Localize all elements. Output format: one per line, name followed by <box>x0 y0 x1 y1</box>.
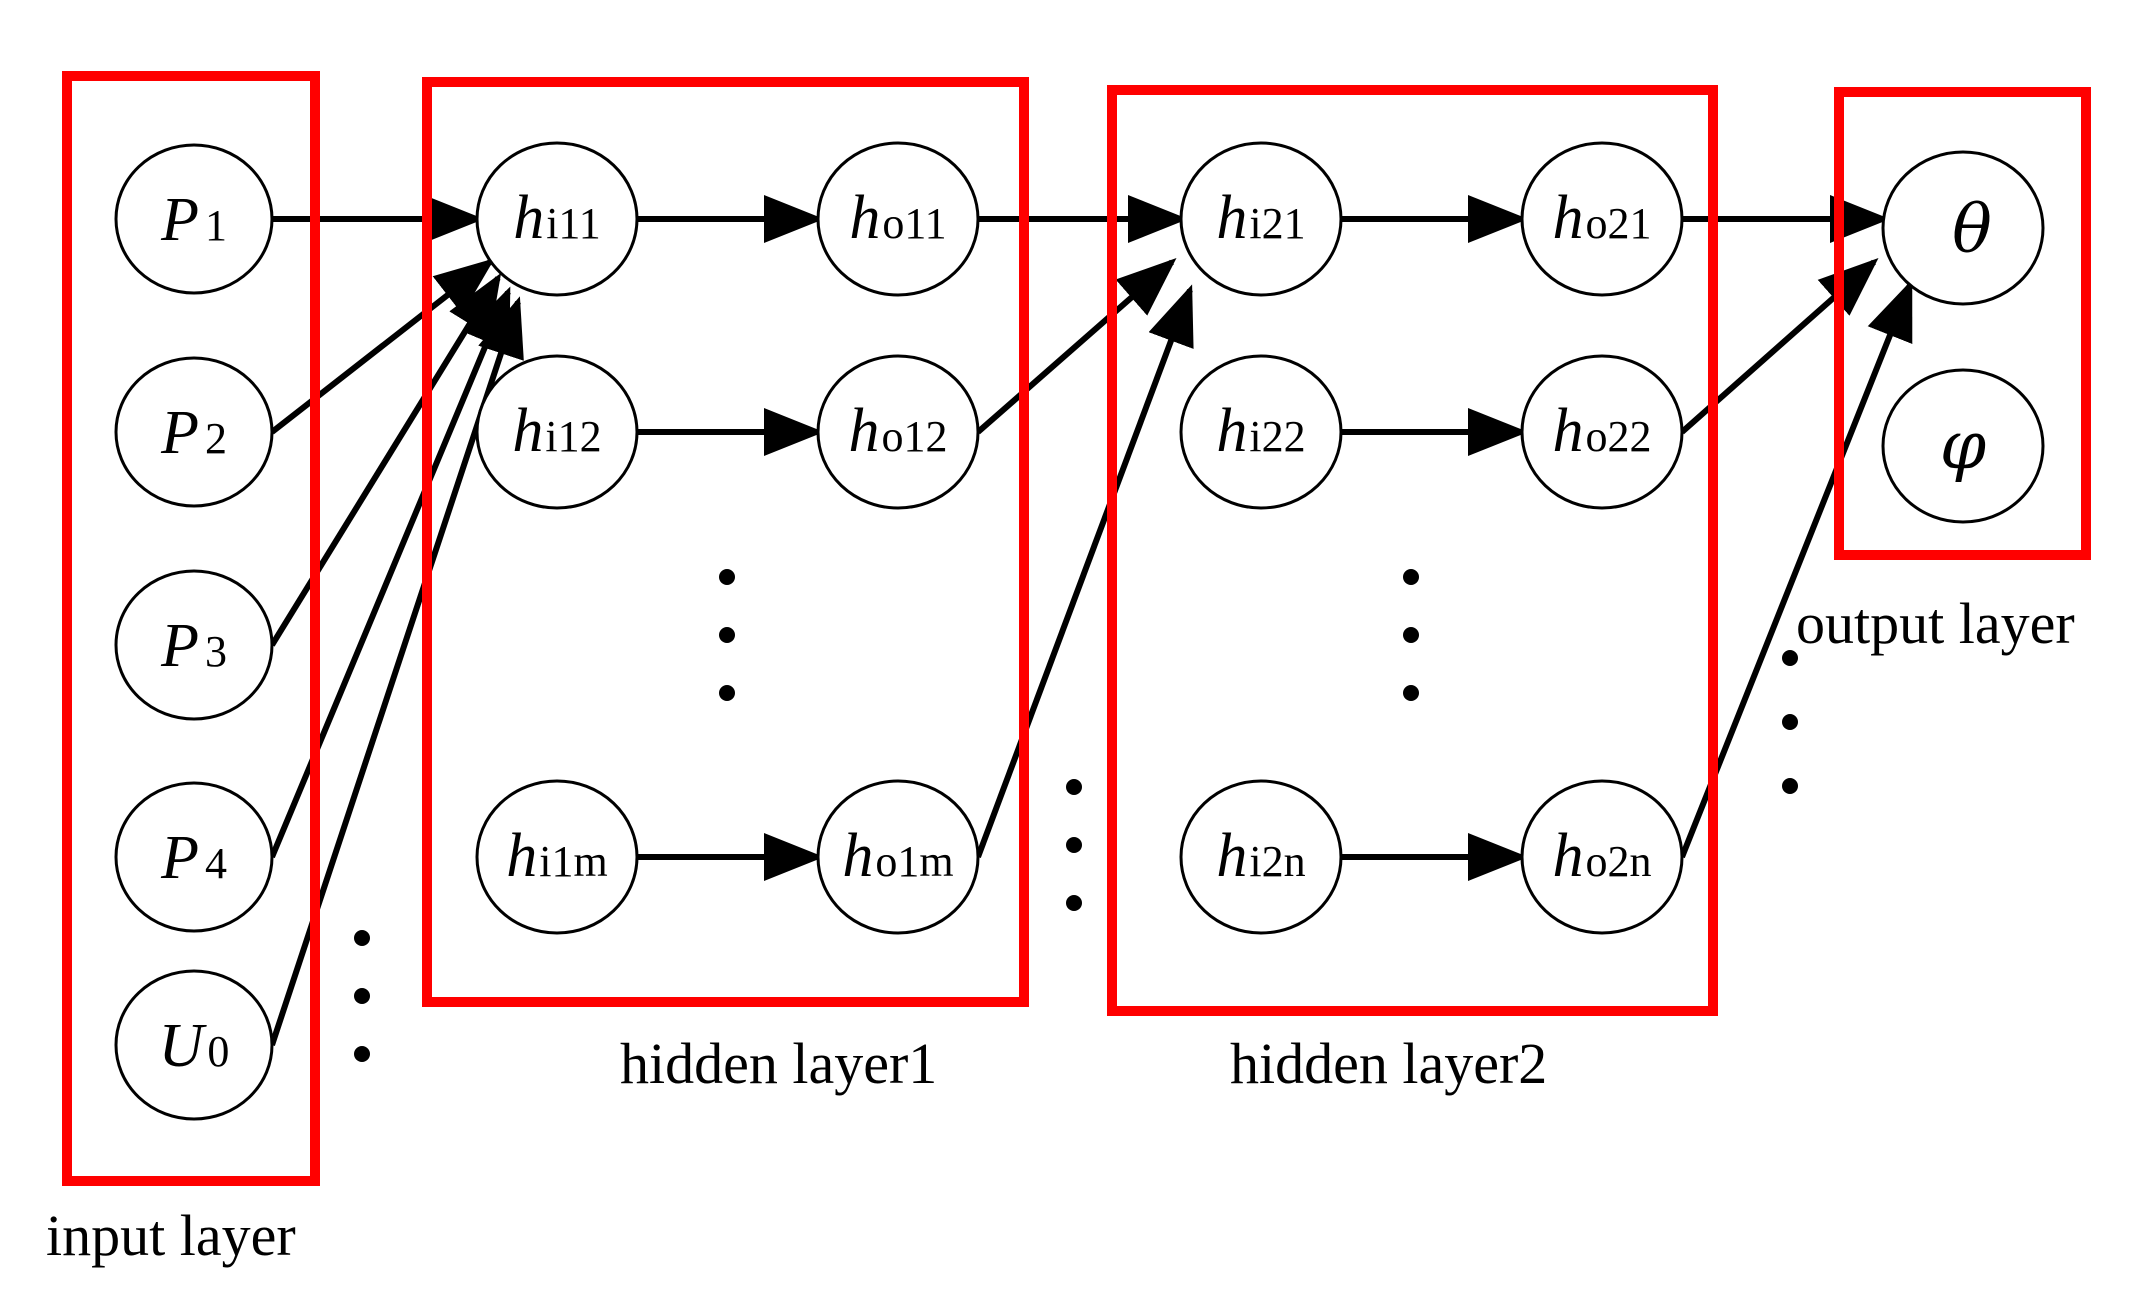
svg-text:ho22: ho22 <box>1553 397 1652 465</box>
output-layer-box <box>1834 87 2091 560</box>
ellipsis-hidden1 <box>719 569 735 701</box>
node-ho11: ho11 <box>816 141 980 297</box>
svg-text:U0: U0 <box>159 1012 230 1080</box>
svg-text:ho1m: ho1m <box>842 822 953 890</box>
node-hi1m: hi1m <box>475 779 639 935</box>
svg-text:hi21: hi21 <box>1216 184 1305 252</box>
svg-text:P4: P4 <box>160 824 227 892</box>
edge-p4-hi11 <box>269 286 511 859</box>
hidden-layer1-label: hidden layer1 <box>620 1031 937 1096</box>
svg-text:hi11: hi11 <box>513 184 601 252</box>
edge-ho1m-hi21 <box>975 284 1194 859</box>
edge-ho2n-theta <box>1679 279 1913 859</box>
node-phi: φ <box>1881 368 2045 524</box>
svg-text:ho12: ho12 <box>849 397 948 465</box>
node-ho21: ho21 <box>1520 141 1684 297</box>
node-ho2n: ho2n <box>1520 779 1684 935</box>
ellipsis-hidden2 <box>1403 569 1419 701</box>
svg-text:hi22: hi22 <box>1216 397 1305 465</box>
hidden-layer2-box <box>1107 85 1718 1016</box>
svg-text:ho21: ho21 <box>1553 184 1652 252</box>
ellipsis-dots <box>354 569 1798 1062</box>
node-hi12: hi12 <box>475 354 639 510</box>
svg-text:hi1m: hi1m <box>506 822 607 890</box>
node-u0: U0 <box>114 969 274 1121</box>
hidden-layer1-box <box>422 77 1029 1007</box>
input-layer-label: input layer <box>46 1203 296 1268</box>
node-ho12: ho12 <box>816 354 980 510</box>
svg-text:P2: P2 <box>160 399 227 467</box>
svg-text:ho11: ho11 <box>849 184 946 252</box>
hidden-layer2-label: hidden layer2 <box>1230 1031 1547 1096</box>
layer-boxes <box>62 71 2091 1186</box>
svg-text:φ: φ <box>1940 407 1986 484</box>
svg-text:P3: P3 <box>160 612 227 680</box>
edges <box>269 195 1913 1046</box>
edge-ho12-hi21 <box>976 258 1177 435</box>
node-hi2n: hi2n <box>1179 779 1343 935</box>
ellipsis-input-edges <box>354 930 370 1062</box>
svg-text:ho2n: ho2n <box>1553 822 1652 890</box>
svg-text:hi12: hi12 <box>512 397 601 465</box>
node-theta: θ <box>1881 150 2045 306</box>
ellipsis-hidden2-edges <box>1782 650 1798 794</box>
layer-labels: input layer hidden layer1 hidden layer2 … <box>46 591 2075 1268</box>
svg-text:θ: θ <box>1952 191 1992 268</box>
node-hi11: hi11 <box>475 141 639 297</box>
svg-text:hi2n: hi2n <box>1216 822 1305 890</box>
node-hi22: hi22 <box>1179 354 1343 510</box>
ellipsis-hidden1-edges <box>1066 779 1082 911</box>
node-ho22: ho22 <box>1520 354 1684 510</box>
edge-p3-hi11 <box>269 272 502 647</box>
input-layer-box <box>62 71 320 1186</box>
output-layer-label: output layer <box>1796 591 2075 656</box>
svg-text:P1: P1 <box>160 186 227 254</box>
node-ho1m: ho1m <box>816 779 980 935</box>
node-hi21: hi21 <box>1179 141 1343 297</box>
